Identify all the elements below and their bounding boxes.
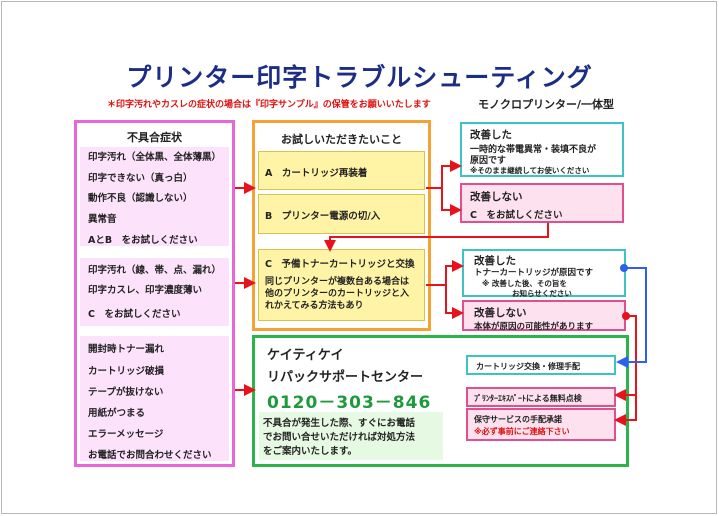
action-inspection-label: ﾌﾟﾘﾝﾀｰｴｷｽﾊﾟｰﾄによる無料点検 xyxy=(474,394,582,403)
trial-c-text: れかえてみる方法もあり xyxy=(265,301,364,311)
result-text: トナーカートリッジが原因です xyxy=(474,268,594,278)
trials-header: お試しいただきたいこと xyxy=(281,133,402,146)
center-text: 不具合が発生した際、すぐにお電話 xyxy=(263,418,416,429)
trials-panel: お試しいただきたいこと A カートリッジ再装着 B プリンター電源の切/入 C … xyxy=(252,120,431,331)
action-maintenance: 保守サービスの手配承諾 ※必ず事前にご連絡下さい xyxy=(466,408,616,441)
center-phone[interactable]: 0120－303－846 xyxy=(267,393,432,413)
symptom-group-1: 印字汚れ（全体黒、全体薄黒） 印字できない（真っ白） 動作不良（認識しない） 異… xyxy=(80,147,229,246)
result-improved-2: 改善した トナーカートリッジが原因です ※ 改善した後、その旨を お知らせくださ… xyxy=(462,249,626,298)
connector-dot-red xyxy=(622,312,630,320)
result-note: ※そのまま継続してお使いください xyxy=(470,166,590,175)
trial-c-title: C 予備トナーカートリッジと交換 xyxy=(265,259,415,270)
result-improved-1: 改善した 一時的な帯電異常・装填不良が 原因です ※そのまま継続してお使いくださ… xyxy=(460,122,624,177)
connector-dot-blue xyxy=(620,264,628,272)
result-text: 本体が原因の可能性があります xyxy=(474,322,594,332)
action-inspection: ﾌﾟﾘﾝﾀｰｴｷｽﾊﾟｰﾄによる無料点検 xyxy=(466,387,616,407)
model-label: モノクロプリンター/一体型 xyxy=(478,98,615,111)
arrow-to-exchange xyxy=(616,267,647,368)
symptom-item: 印字汚れ（線、帯、点、漏れ） xyxy=(88,265,222,276)
arrow-to-not-improved-2 xyxy=(445,285,464,319)
result-note: ※ 改善した後、その旨を xyxy=(482,279,567,288)
result-text: 一時的な帯電異常・装填不良が xyxy=(470,145,597,155)
action-maintenance-label: 保守サービスの手配承諾 xyxy=(474,415,562,424)
center-text: でお問い合せいただければ対処方法 xyxy=(263,432,416,443)
action-maintenance-note: ※必ず事前にご連絡下さい xyxy=(474,427,570,436)
trial-b: B プリンター電源の切/入 xyxy=(258,194,425,234)
action-exchange-label: カートリッジ交換・修理手配 xyxy=(476,362,580,371)
arrow-to-improved-2 xyxy=(426,260,464,286)
symptom-item: 印字汚れ（全体黒、全体薄黒） xyxy=(88,152,222,163)
symptom-item: 印字カスレ、印字濃度薄い xyxy=(88,285,203,296)
arrow-to-improved-1 xyxy=(426,160,462,189)
symptom-item: 異常音 xyxy=(88,214,117,225)
symptom-item: カートリッジ破損 xyxy=(88,366,165,377)
symptoms-panel: 不具合症状 印字汚れ（全体黒、全体薄黒） 印字できない（真っ白） 動作不良（認識… xyxy=(74,120,235,467)
sample-note: ＊印字汚れやカスレの症状の場合は『印字サンプル』の保管をお願いいたします xyxy=(107,100,431,110)
action-exchange: カートリッジ交換・修理手配 xyxy=(466,355,616,375)
result-title: 改善しない xyxy=(470,191,523,203)
symptom-action: AとB をお試しください xyxy=(88,235,198,246)
trial-a-label: A カートリッジ再装着 xyxy=(265,168,368,179)
symptom-item: 印字できない（真っ白） xyxy=(88,173,193,184)
symptoms-header: 不具合症状 xyxy=(127,131,182,144)
page-title: プリンター印字トラブルシューティング xyxy=(126,63,593,92)
center-message: 不具合が発生した際、すぐにお電話 でお問い合せいただければ対処方法 をご案内いた… xyxy=(259,412,443,460)
arrow-not-improved-to-c xyxy=(324,223,549,252)
result-title: 改善した xyxy=(470,129,512,141)
center-text: をご案内いたします。 xyxy=(263,446,358,457)
support-center-panel: ケイティケイ リパックサポートセンター 0120－303－846 不具合が発生し… xyxy=(252,335,629,467)
center-name: ケイティケイ xyxy=(267,348,344,363)
trial-c-text: 同じプリンターが複数台ある場合は xyxy=(265,277,410,287)
symptom-action: C をお試しください xyxy=(88,309,181,320)
symptom-item: 動作不良（認識しない） xyxy=(88,193,193,204)
trial-c-text: 他のプリンターのカートリッジと入 xyxy=(265,289,410,299)
arrow-to-not-improved-1 xyxy=(441,188,462,216)
symptom-group-2: 印字汚れ（線、帯、点、漏れ） 印字カスレ、印字濃度薄い C をお試しください xyxy=(80,258,229,326)
symptom-item: テープが抜けない xyxy=(88,387,164,398)
trial-b-label: B プリンター電源の切/入 xyxy=(265,211,381,222)
symptom-item: 用紙がつまる xyxy=(88,408,146,419)
trial-c: C 予備トナーカートリッジと交換 同じプリンターが複数台ある場合は 他のプリンタ… xyxy=(258,249,425,321)
symptom-item: 開封時トナー漏れ xyxy=(88,344,165,355)
result-not-improved-1: 改善しない C をお試しください xyxy=(460,183,624,223)
symptom-item: エラーメッセージ xyxy=(88,429,164,440)
symptom-group-3: 開封時トナー漏れ カートリッジ破損 テープが抜けない 用紙がつまる エラーメッセ… xyxy=(80,336,229,461)
symptom-action: お電話でお問合わせください xyxy=(88,450,212,461)
result-title: 改善しない xyxy=(474,307,527,319)
result-text: 原因です xyxy=(470,156,507,166)
center-name: リパックサポートセンター xyxy=(267,370,424,385)
trial-a: A カートリッジ再装着 xyxy=(258,151,425,190)
result-note: お知らせください xyxy=(512,289,572,298)
result-text: C をお試しください xyxy=(470,210,563,221)
arrow-body-to-actions xyxy=(616,315,637,421)
result-not-improved-2: 改善しない 本体が原因の可能性があります xyxy=(462,300,626,332)
result-title: 改善した xyxy=(474,255,516,267)
